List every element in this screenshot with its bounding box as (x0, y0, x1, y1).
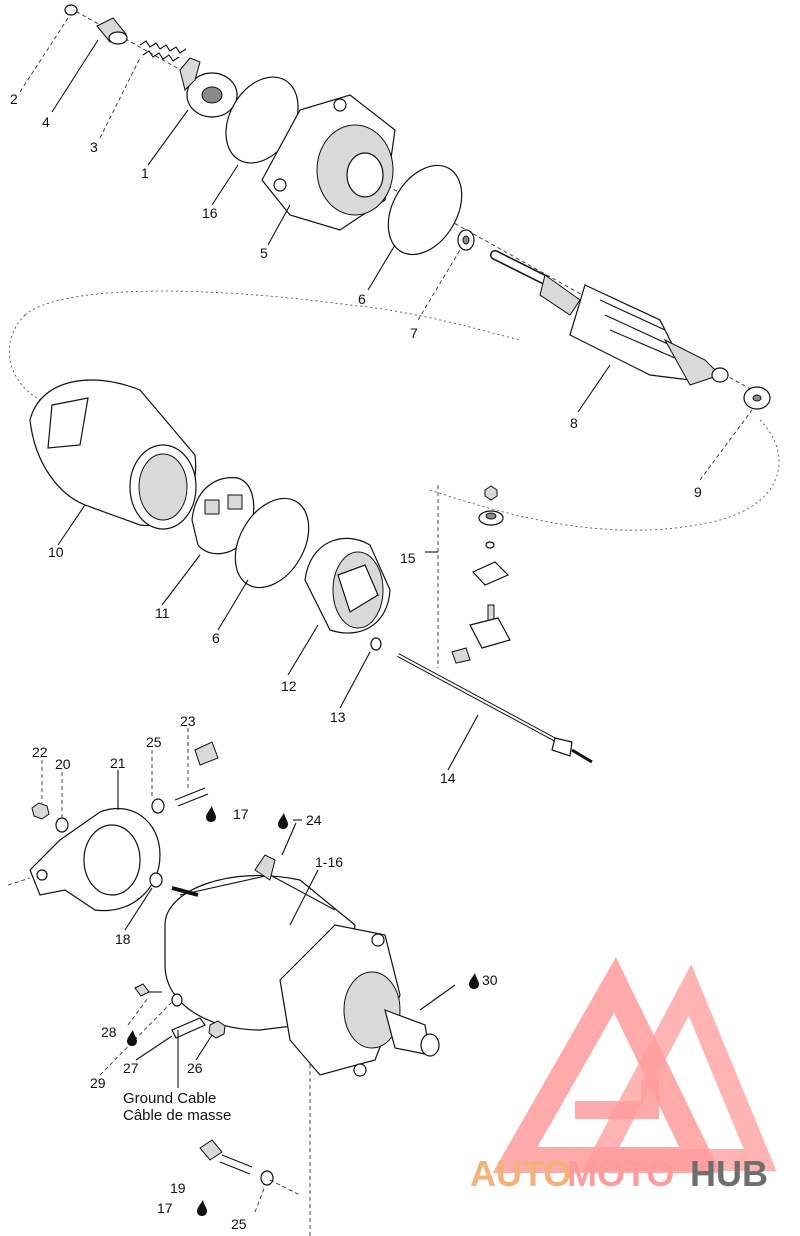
part-14-through-bolt (397, 653, 593, 764)
part-7-washer (457, 229, 475, 251)
lubricant-icons (127, 806, 479, 1216)
callout-8: 8 (570, 415, 578, 431)
callout-7: 7 (410, 325, 418, 341)
part-15-terminal-kit (425, 485, 511, 668)
part-23-bolt (174, 741, 219, 807)
callout-1-16: 1-16 (315, 854, 343, 870)
callout-14: 14 (440, 770, 456, 786)
part-22-nut (31, 802, 50, 820)
callout-21: 21 (110, 755, 126, 771)
callout-13: 13 (330, 709, 346, 725)
part-12-rear-end-cover (304, 537, 391, 634)
callout-19: 19 (170, 1180, 186, 1196)
part-25-washer-lower (260, 1170, 274, 1186)
callout-25-upper: 25 (146, 734, 162, 750)
oil-drop-icon (206, 806, 216, 822)
callout-17-lower: 17 (157, 1200, 173, 1216)
part-19-bolt (199, 1139, 253, 1175)
callout-6-lower: 6 (212, 630, 220, 646)
callout-23: 23 (180, 713, 196, 729)
part-10-yoke-frame (29, 379, 197, 530)
part-1-drive-pinion (179, 57, 238, 118)
part-6-o-ring-upper (387, 164, 463, 256)
callout-5: 5 (260, 245, 268, 261)
part-28-bolt (134, 983, 162, 997)
part-26-nut (208, 1020, 226, 1039)
part-11-brush-holder (191, 477, 255, 555)
callout-1: 1 (141, 165, 149, 181)
part-4-collar (96, 17, 128, 45)
part-18-washer (149, 872, 163, 888)
part-21-bracket (7, 807, 161, 912)
callout-4: 4 (42, 114, 50, 130)
watermark-logo: AUTO MOTO HUB (470, 957, 777, 1194)
starter-assembled (164, 854, 440, 1236)
callout-3: 3 (90, 139, 98, 155)
oil-drop-icon (278, 813, 288, 829)
leader-lines (19, 17, 753, 1213)
callout-28: 28 (101, 1024, 117, 1040)
ground-cable-label-en: Ground Cable (123, 1090, 216, 1107)
callout-9: 9 (694, 484, 702, 500)
watermark-auto: AUTO (470, 1153, 571, 1194)
oil-drop-icon (469, 973, 479, 989)
callout-24: 24 (306, 812, 322, 828)
callout-2: 2 (10, 91, 18, 107)
callout-15: 15 (400, 550, 416, 566)
part-3-spring (139, 40, 187, 62)
callout-17-upper: 17 (233, 806, 249, 822)
ground-cable-label-fr: Câble de masse (123, 1107, 231, 1124)
part-6-o-ring-lower (234, 497, 310, 589)
callout-30: 30 (482, 972, 498, 988)
part-25-washer-upper (151, 798, 165, 814)
part-8-armature (490, 250, 729, 386)
callout-18: 18 (115, 931, 131, 947)
part-27-ground-cable-lug (171, 1017, 206, 1039)
oil-drop-icon (127, 1030, 137, 1046)
callout-22: 22 (32, 744, 48, 760)
callout-27: 27 (123, 1060, 139, 1076)
callout-16: 16 (202, 205, 218, 221)
part-29-washer (171, 993, 183, 1007)
part-20-washer (55, 817, 69, 833)
callout-6-upper: 6 (358, 291, 366, 307)
callout-26: 26 (187, 1060, 203, 1076)
sub-assembly-boundary (9, 290, 780, 531)
callout-29: 29 (90, 1075, 106, 1091)
part-9-washer (743, 386, 771, 410)
callout-labels: 2 4 3 1 16 5 6 7 8 9 10 11 6 12 13 14 15… (10, 91, 702, 1232)
watermark-moto: MOTO (567, 1153, 674, 1194)
callout-20: 20 (55, 756, 71, 772)
callout-10: 10 (48, 544, 64, 560)
watermark-hub: HUB (690, 1153, 768, 1194)
callout-11: 11 (155, 605, 170, 621)
oil-drop-icon (197, 1200, 207, 1216)
callout-25-lower: 25 (231, 1216, 247, 1232)
part-2-snap-ring (64, 4, 78, 16)
part-5-drive-housing (261, 94, 396, 231)
callout-12: 12 (281, 678, 297, 694)
part-13-o-ring-small (370, 637, 382, 651)
ground-cable-caption: Ground Cable Câble de masse (123, 1090, 231, 1124)
